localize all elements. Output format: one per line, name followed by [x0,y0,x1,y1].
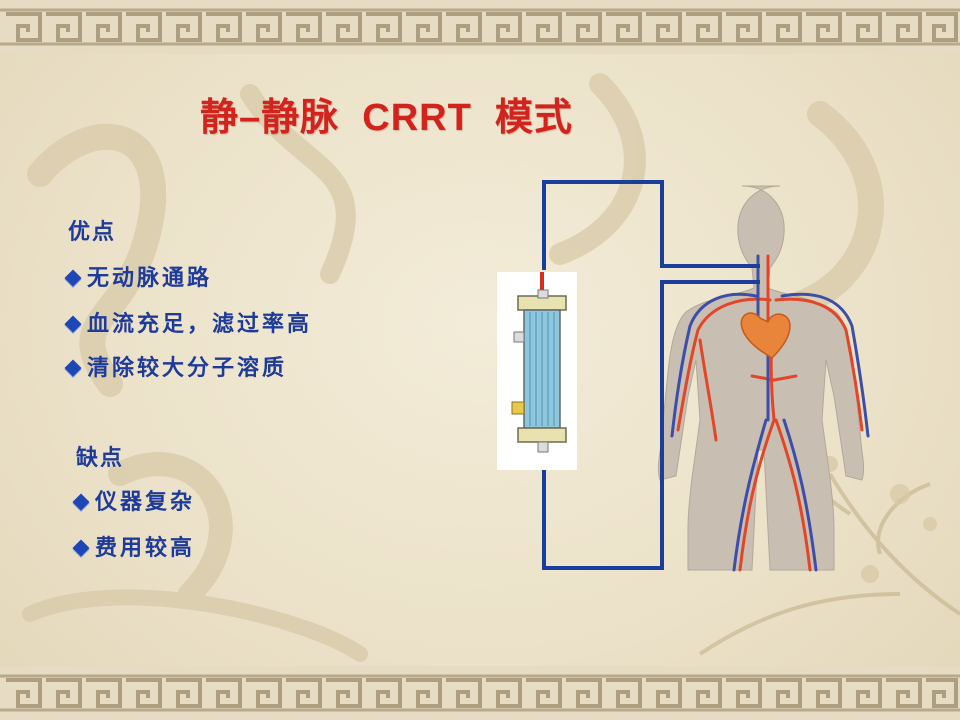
disadvantage-item-text: 费用较高 [95,536,196,561]
advantage-item-text: 血流充足，滤过率高 [87,312,313,337]
advantage-item: 无动脉通路 [62,260,212,292]
slide-title: 静–静脉 CRRT 模式 [200,97,573,139]
hemofilter-icon [497,272,577,470]
advantage-item: 清除较大分子溶质 [62,350,287,382]
decorative-border-top [0,0,960,54]
diamond-bullet-icon [72,493,90,511]
background-calligraphy-art [22,73,960,662]
decorative-border-bottom [0,666,960,720]
diamond-bullet-icon [64,269,82,287]
advantage-item-text: 清除较大分子溶质 [87,356,288,381]
diamond-bullet-icon [64,359,82,377]
diamond-bullet-icon [64,315,82,333]
disadvantage-item: 仪器复杂 [70,484,195,516]
disadvantages-heading: 缺点 [76,446,125,471]
advantage-item: 血流充足，滤过率高 [62,306,312,338]
disadvantage-item: 费用较高 [70,530,195,562]
advantages-heading: 优点 [68,220,117,245]
advantage-item-text: 无动脉通路 [87,266,213,291]
disadvantage-item-text: 仪器复杂 [95,490,196,515]
access-line [542,280,760,570]
return-line [542,180,760,270]
human-circulatory-system-icon [658,185,870,572]
diamond-bullet-icon [72,539,90,557]
crrt-circuit-diagram [497,180,870,572]
